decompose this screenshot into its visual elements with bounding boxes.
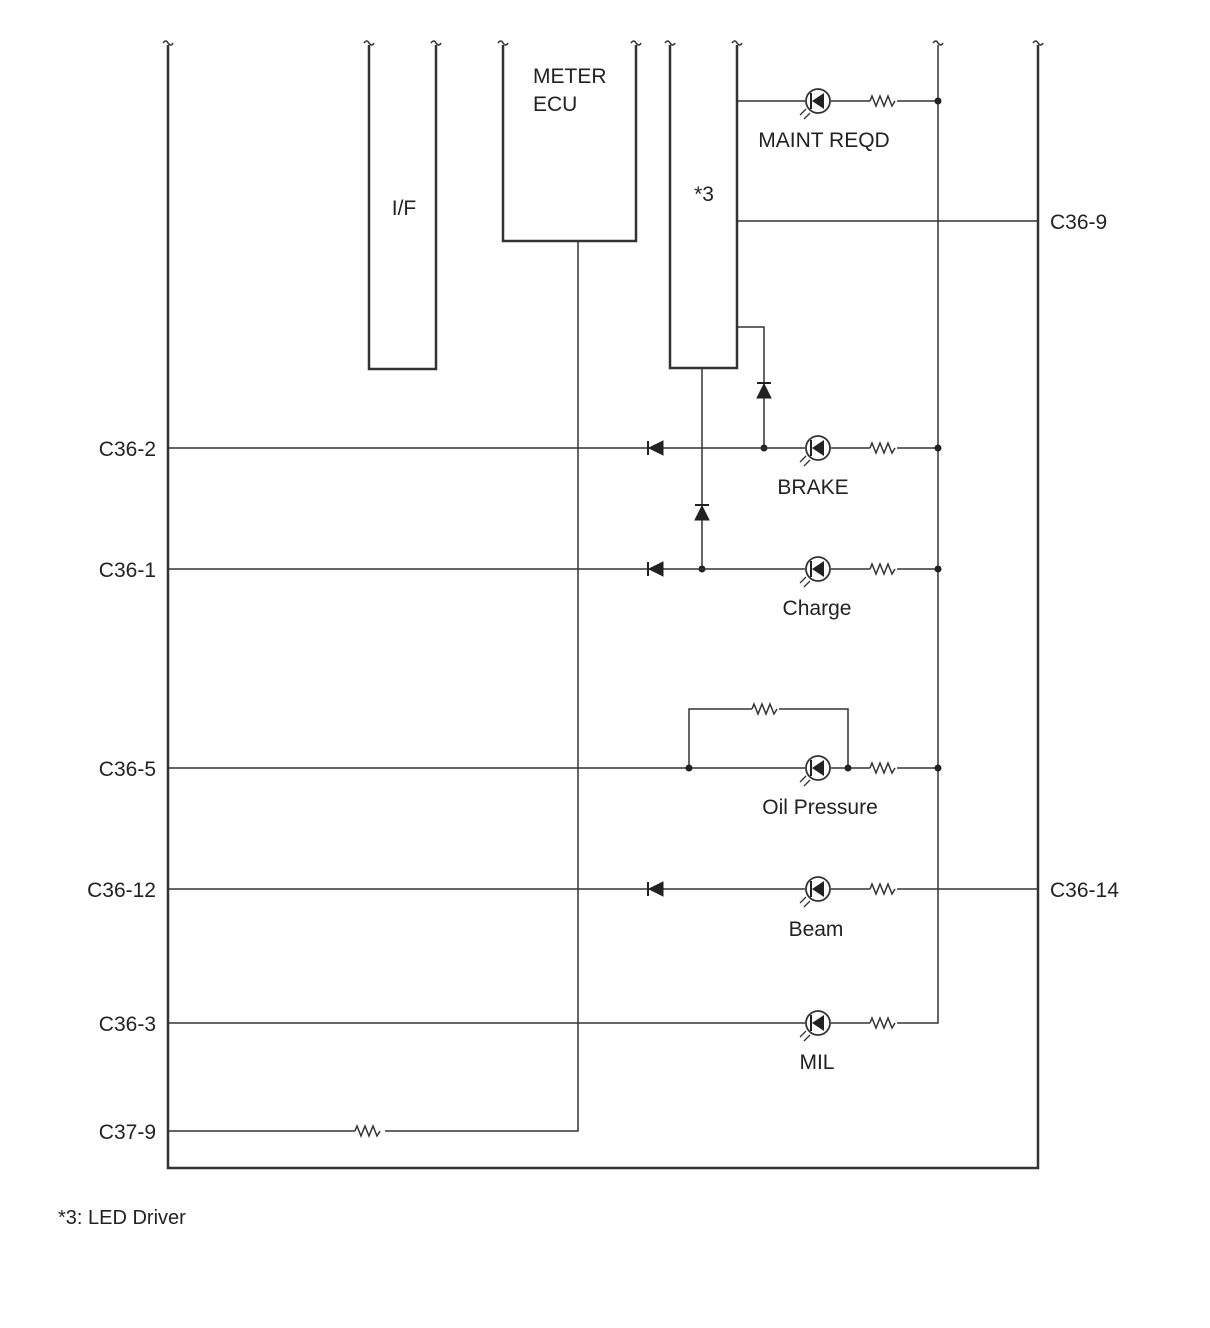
led-mil-icon [799, 1010, 831, 1042]
indicator-label-beam: Beam [789, 918, 844, 941]
led-driver-label: *3 [694, 183, 714, 206]
beam-circuit [168, 881, 1038, 897]
meter-ecu-block: METER ECU [497, 40, 642, 243]
maint-reqd-circuit [737, 93, 942, 109]
indicator-label-maint-reqd: MAINT REQD [758, 129, 889, 152]
brake-driver-branch [737, 326, 772, 452]
frame [162, 40, 1044, 1170]
charge-circuit [168, 561, 942, 577]
terminal-label-c36-12: C36-12 [87, 879, 156, 902]
led-beam-icon [799, 876, 831, 908]
terminal-label-c36-2: C36-2 [99, 438, 156, 461]
meter-ecu-label-line1: METER [533, 65, 607, 88]
indicator-label-oil-pressure: Oil Pressure [762, 796, 878, 819]
interface-label: I/F [392, 197, 417, 220]
footnote: *3: LED Driver [58, 1207, 186, 1229]
indicator-label-brake: BRAKE [777, 476, 848, 499]
indicator-label-charge: Charge [783, 597, 852, 620]
brake-circuit [168, 440, 942, 456]
interface-block: I/F [363, 40, 442, 371]
terminal-label-c36-14: C36-14 [1050, 879, 1119, 902]
indicator-label-mil: MIL [799, 1051, 834, 1074]
terminal-label-c36-3: C36-3 [99, 1013, 156, 1036]
terminal-label-c36-1: C36-1 [99, 559, 156, 582]
terminal-label-c36-9: C36-9 [1050, 211, 1107, 234]
led-charge-icon [799, 556, 831, 588]
charge-driver-branch [694, 368, 710, 573]
power-bus [897, 40, 944, 1024]
terminal-label-c37-9: C37-9 [99, 1121, 156, 1144]
terminal-label-c36-5: C36-5 [99, 758, 156, 781]
led-driver-block: *3 [664, 40, 743, 370]
meter-ecu-label-line2: ECU [533, 93, 577, 116]
led-brake-icon [799, 435, 831, 467]
led-oil-pressure-icon [799, 755, 831, 787]
mil-circuit [168, 1015, 896, 1031]
oil-pressure-circuit [168, 701, 942, 776]
led-maint-reqd-icon [799, 88, 831, 120]
meter-ecu-wire [168, 241, 579, 1139]
